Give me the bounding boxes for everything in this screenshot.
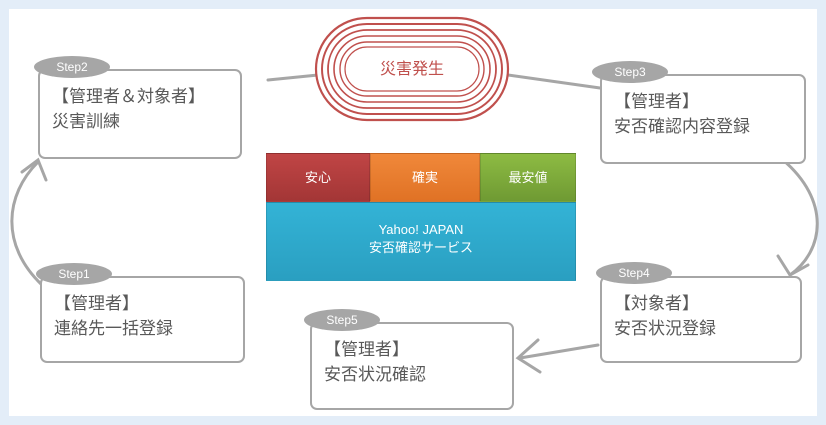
step5-role: 【管理者】: [324, 340, 409, 360]
connector-event-to-step3: [506, 73, 602, 90]
step5-tag: Step5: [304, 309, 380, 331]
connector-step4-to-step5: [518, 343, 600, 360]
step2-tag: Step2: [34, 56, 110, 78]
connector-step2-to-event: [266, 73, 320, 82]
arrowhead-step2: [20, 157, 48, 182]
step3-action: 安否確認内容登録: [614, 117, 750, 137]
step5-action: 安否状況確認: [324, 365, 426, 385]
connector-step1-to-step2: [10, 160, 44, 287]
step3-tag: Step3: [592, 61, 668, 83]
step2-action: 災害訓練: [52, 112, 120, 132]
step4-action: 安否状況登録: [614, 319, 716, 339]
arrowhead-step5: [515, 338, 542, 374]
feature-anshin: 安心: [266, 153, 370, 202]
step2-role: 【管理者＆対象者】: [52, 87, 205, 107]
step4-role: 【対象者】: [614, 294, 699, 314]
step4-tag: Step4: [596, 262, 672, 284]
event-label: 災害発生: [379, 59, 444, 78]
service-name-panel: Yahoo! JAPAN 安否確認サービス: [266, 202, 576, 281]
service-title: 安否確認サービス: [368, 241, 473, 256]
feature-kakujitsu: 確実: [370, 153, 480, 202]
arrowhead-step4: [776, 254, 810, 277]
event-rings: [314, 16, 510, 122]
step1-action: 連絡先一括登録: [54, 319, 173, 339]
step1-box: 【管理者】 連絡先一括登録: [40, 276, 245, 363]
step4-box: 【対象者】 安否状況登録: [600, 276, 802, 363]
connector-step3-to-step4: [781, 158, 819, 277]
feature-saiyasune: 最安値: [480, 153, 576, 202]
step3-box: 【管理者】 安否確認内容登録: [600, 74, 806, 164]
step1-tag: Step1: [36, 263, 112, 285]
step5-box: 【管理者】 安否状況確認: [310, 322, 514, 410]
step1-role: 【管理者】: [54, 294, 139, 314]
step2-box: 【管理者＆対象者】 災害訓練: [38, 69, 242, 159]
service-block: 安心 確実 最安値 Yahoo! JAPAN 安否確認サービス: [266, 153, 576, 281]
service-brand: Yahoo! JAPAN: [378, 222, 464, 237]
step3-role: 【管理者】: [614, 92, 699, 112]
